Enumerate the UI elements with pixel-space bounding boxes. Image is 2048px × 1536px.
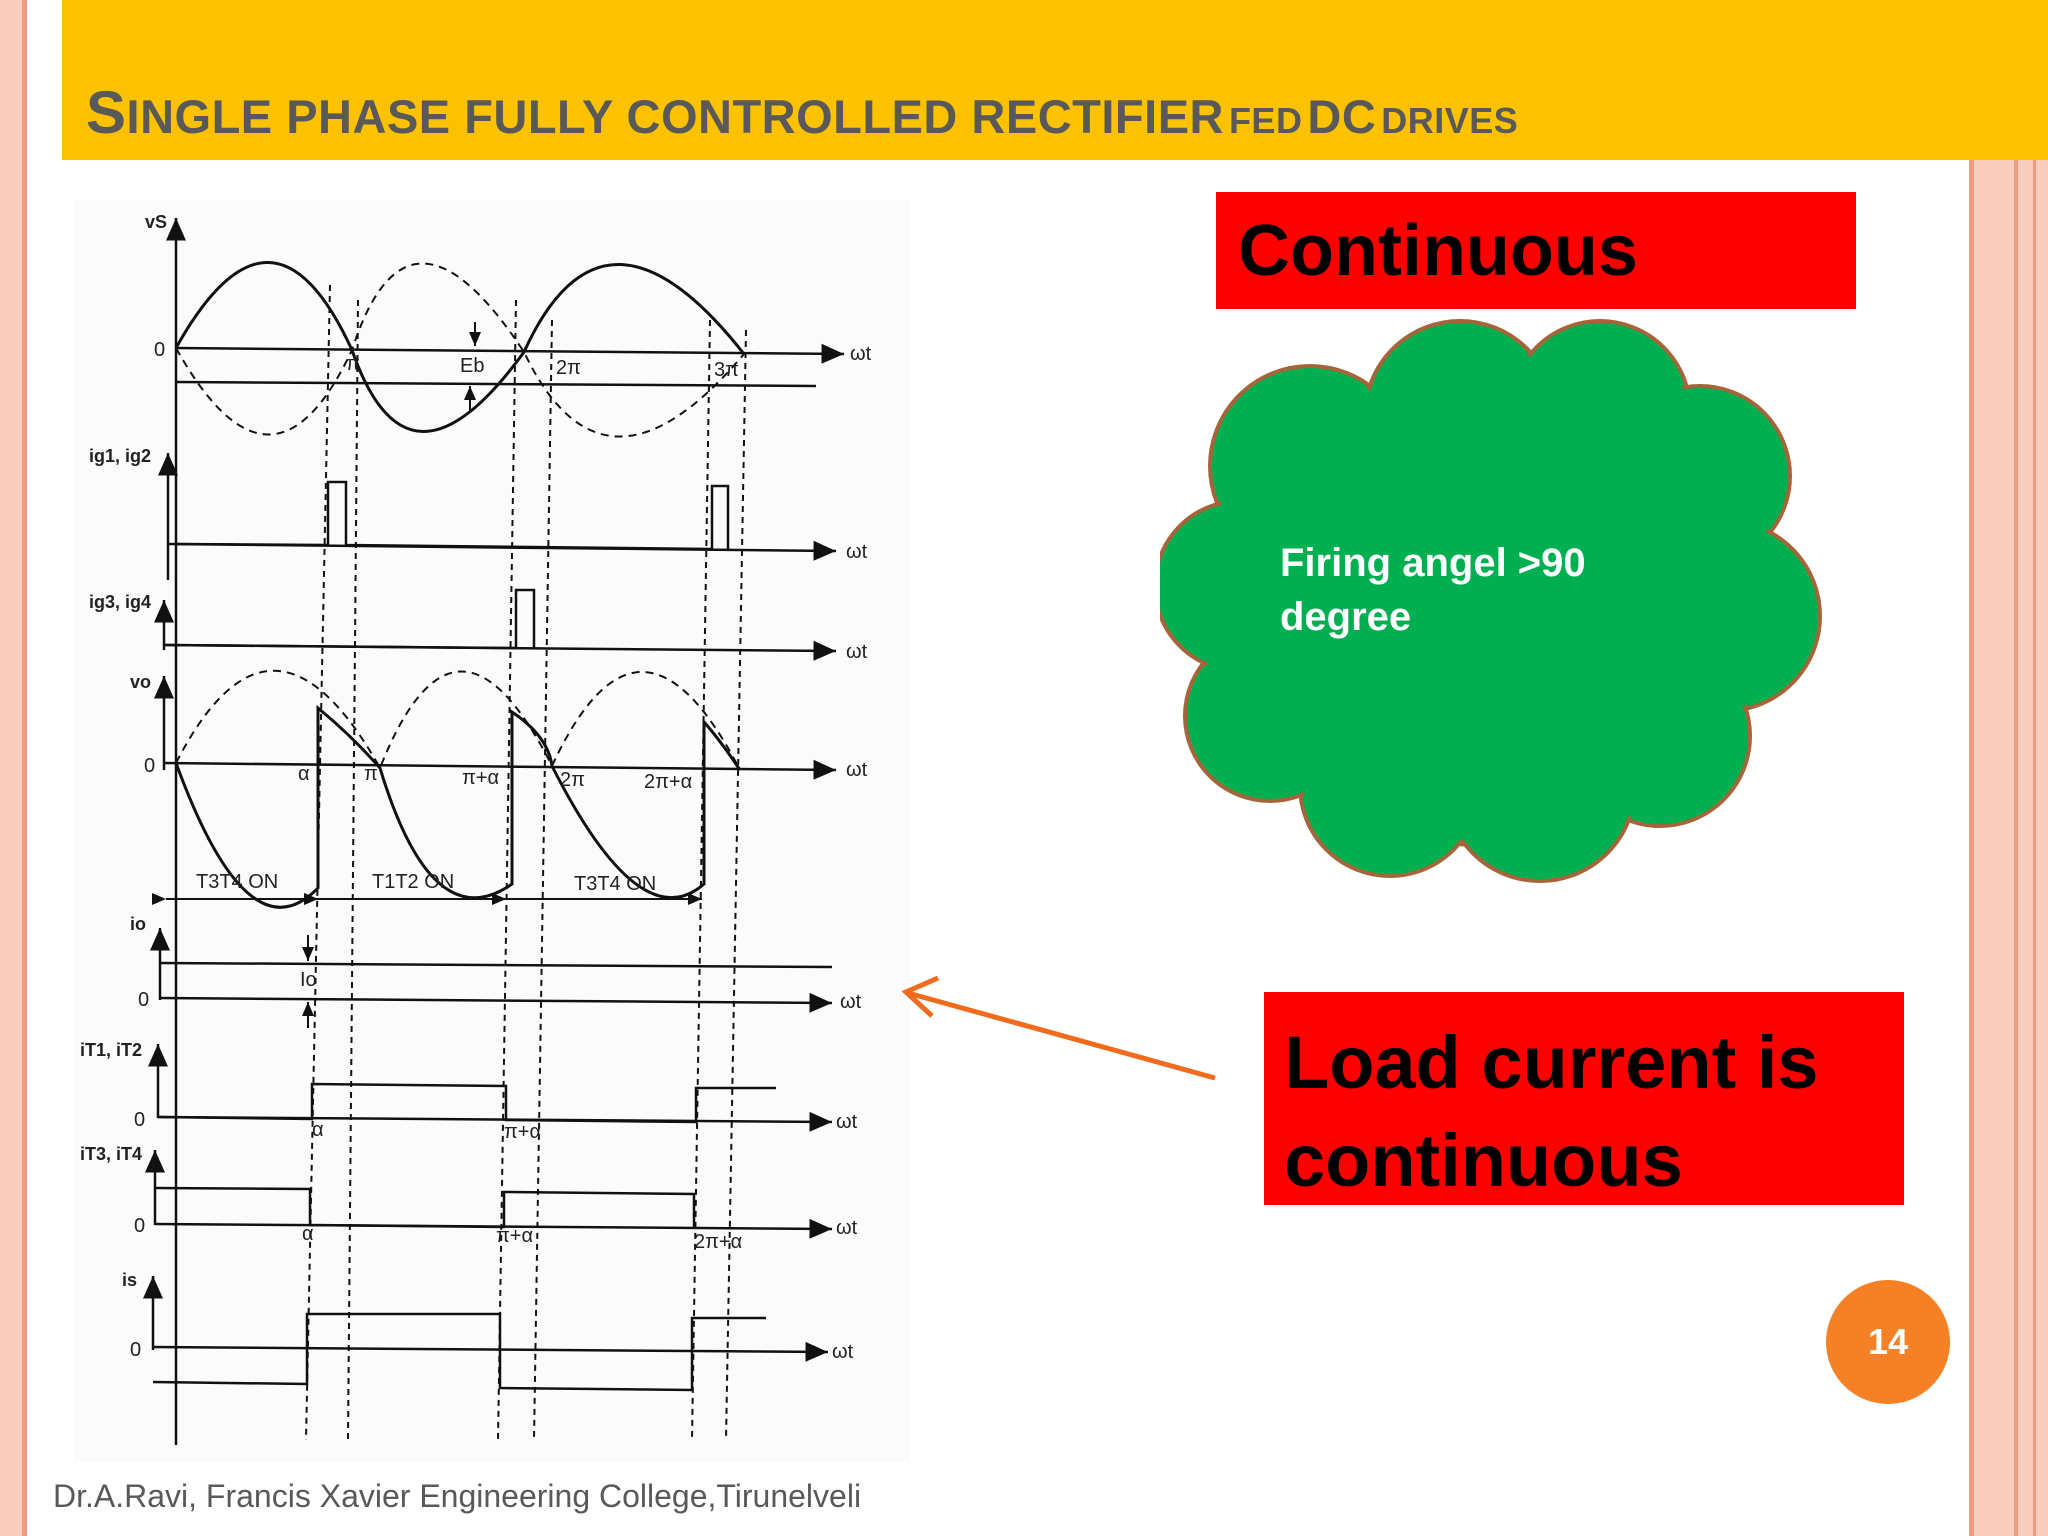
tick-vo-pi: π <box>364 763 378 785</box>
label-ig12: ig1, ig2 <box>89 446 151 466</box>
title-bar <box>62 0 2048 160</box>
tick-iT34-alpha: α <box>302 1223 314 1245</box>
zero-io: 0 <box>138 989 149 1011</box>
omega-t-ig12: ωt <box>846 541 868 563</box>
footer-credit: Dr.A.Ravi, Francis Xavier Engineering Co… <box>53 1478 862 1514</box>
tick-iT34-pi-alpha: π+α <box>496 1225 533 1247</box>
label-vo: vo <box>130 672 151 692</box>
conduction-3: T3T4 ON <box>574 873 656 895</box>
zero-vo: 0 <box>144 755 155 777</box>
tick-vo-2pi: 2π <box>560 769 585 791</box>
tick-vo-2pi-alpha: 2π+α <box>644 771 692 793</box>
load-current-callout-text: Load current is continuous <box>1284 1021 1819 1202</box>
omega-t-iT34: ωt <box>836 1217 858 1239</box>
label-io: io <box>130 914 146 934</box>
zero-is: 0 <box>130 1339 141 1361</box>
omega-t-is: ωt <box>832 1341 854 1363</box>
tick-vo-pi-alpha: π+α <box>462 767 499 789</box>
arrow-left-icon <box>901 975 1216 1081</box>
right-border-line <box>2014 0 2018 1536</box>
left-decorative-border <box>0 0 22 1536</box>
load-current-callout: Load current is continuous <box>1264 992 1904 1205</box>
label-iT34: iT3, iT4 <box>80 1144 142 1164</box>
page-number-badge: 14 <box>1826 1280 1950 1404</box>
tick-iT12-pi-alpha: π+α <box>504 1121 541 1143</box>
label-vs: vS <box>145 212 167 232</box>
cloud-icon <box>1153 316 1830 890</box>
zero-iT34: 0 <box>134 1215 145 1237</box>
omega-t-ig34: ωt <box>846 641 868 663</box>
tick-iT12-alpha: α <box>312 1119 324 1141</box>
omega-t-vs: ωt <box>850 343 872 365</box>
tick-3pi: 3π <box>714 359 739 381</box>
conduction-1: T3T4 ON <box>196 871 278 893</box>
conduction-2: T1T2 ON <box>372 871 454 893</box>
slide-title: SINGLE PHASE FULLY CONTROLLED RECTIFIER … <box>86 78 1518 147</box>
tick-pi: π <box>346 353 360 375</box>
zero-iT12: 0 <box>134 1109 145 1131</box>
title-word-drives: DRIVES <box>1381 100 1519 141</box>
zero-vs: 0 <box>154 339 165 361</box>
right-decorative-border <box>1974 0 2048 1536</box>
continuous-callout: Continuous <box>1216 192 1856 309</box>
label-eb: Eb <box>460 355 484 377</box>
label-ig34: ig3, ig4 <box>89 592 151 612</box>
omega-t-io: ωt <box>840 991 862 1013</box>
label-is: is <box>122 1270 137 1290</box>
label-iT12: iT1, iT2 <box>80 1040 142 1060</box>
title-word-fed: FED <box>1228 100 1303 141</box>
title-initial: S <box>86 79 127 146</box>
right-border-line <box>2033 0 2036 1536</box>
omega-t-iT12: ωt <box>836 1111 858 1133</box>
continuous-callout-text: Continuous <box>1238 211 1638 291</box>
tick-iT34-2pi-alpha: 2π+α <box>694 1231 742 1253</box>
waveform-diagram: vS ig1, ig2 ig3, ig4 vo io iT1, iT2 iT3,… <box>74 200 910 1462</box>
cloud-callout-text: Firing angel >90 degree <box>1280 541 1586 639</box>
tick-2pi: 2π <box>556 357 581 379</box>
title-word-dc: DC <box>1307 90 1377 143</box>
omega-t-vo: ωt <box>846 759 868 781</box>
tick-vo-alpha: α <box>298 763 310 785</box>
label-io-mark: Io <box>300 969 317 991</box>
title-main: INGLE PHASE FULLY CONTROLLED RECTIFIER <box>126 90 1224 143</box>
left-border-line <box>22 0 27 1536</box>
right-border-line <box>1969 0 1974 1536</box>
